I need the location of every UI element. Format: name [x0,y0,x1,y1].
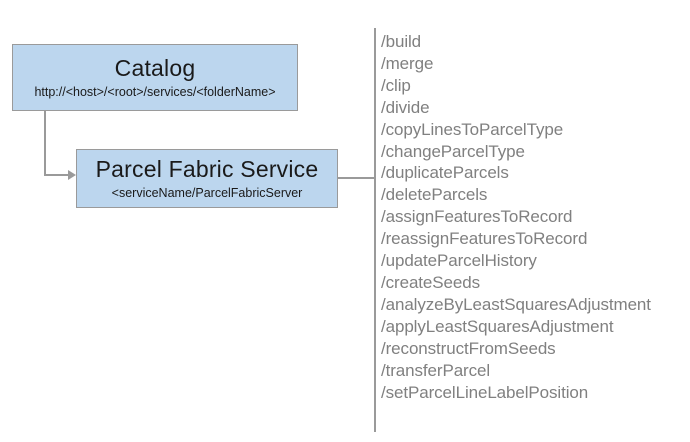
operation-item[interactable]: /transferParcel [381,360,491,380]
connector-catalog-vertical [44,111,46,175]
node-service-path: <serviceName/ParcelFabricServer [111,186,303,200]
operation-item[interactable]: /copyLinesToParcelType [381,119,564,139]
operation-item[interactable]: /merge [381,53,434,73]
node-parcel-fabric-service[interactable]: Parcel Fabric Service <serviceName/Parce… [76,149,338,208]
node-service-title: Parcel Fabric Service [95,156,319,182]
operations-divider [374,28,376,432]
connector-service-operations [338,177,375,179]
operation-item[interactable]: /applyLeastSquaresAdjustment [381,316,614,336]
node-catalog-url: http://<host>/<root>/services/<folderNam… [34,84,276,99]
operation-item[interactable]: /reassignFeaturesToRecord [381,229,588,249]
operation-item[interactable]: /reconstructFromSeeds [381,338,556,358]
operation-item[interactable]: /changeParcelType [381,141,525,161]
operation-item[interactable]: /duplicateParcels [381,163,509,183]
operation-item[interactable]: /updateParcelHistory [381,251,537,271]
operation-item[interactable]: /createSeeds [381,272,480,292]
connector-catalog-horizontal [44,174,70,176]
node-catalog[interactable]: Catalog http://<host>/<root>/services/<f… [12,44,298,111]
node-catalog-title: Catalog [114,54,196,81]
operation-item[interactable]: /divide [381,97,430,117]
operation-item[interactable]: /setParcelLineLabelPosition [381,382,589,402]
operations-list: /build/merge/clip/divide/copyLinesToParc… [381,31,681,403]
arrowhead-icon [68,170,76,180]
operation-item[interactable]: /clip [381,75,411,95]
operation-item[interactable]: /build [381,32,422,51]
operation-item[interactable]: /deleteParcels [381,185,488,205]
operation-item[interactable]: /analyzeByLeastSquaresAdjustment [381,294,651,314]
operation-item[interactable]: /assignFeaturesToRecord [381,207,573,227]
